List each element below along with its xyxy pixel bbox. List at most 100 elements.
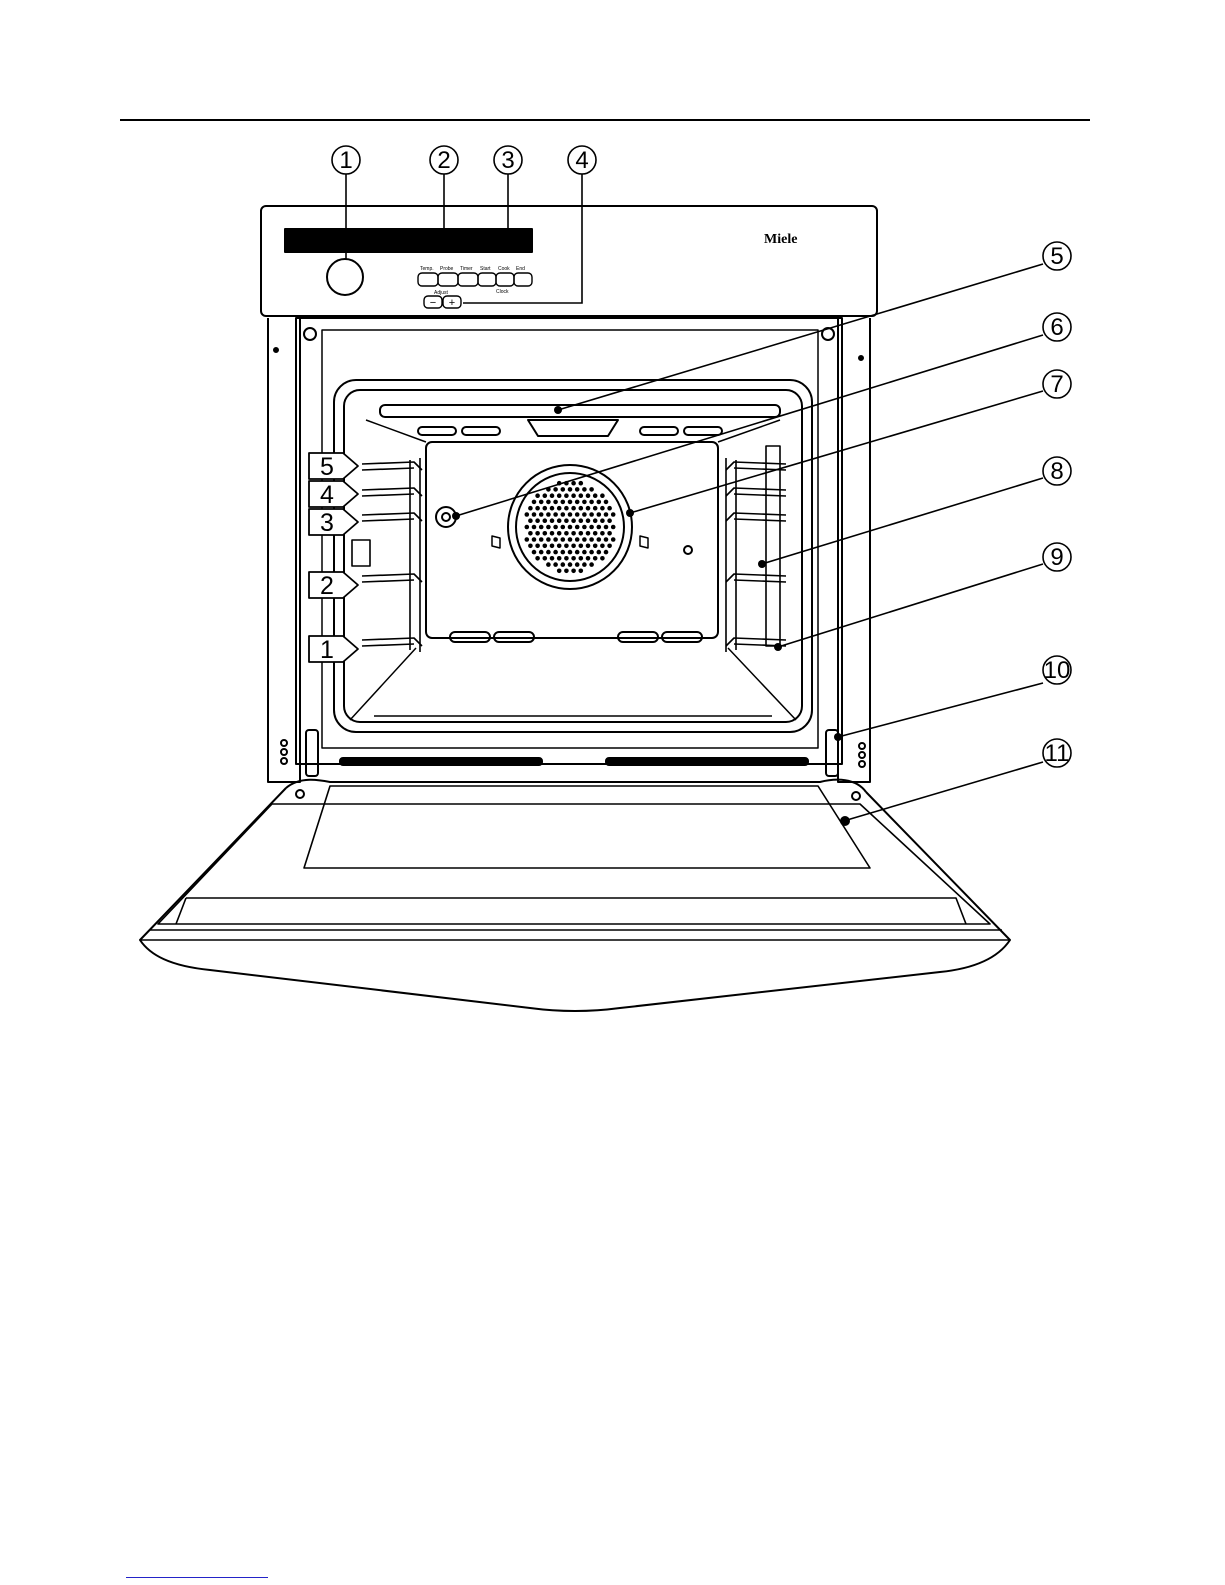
- btn-timer: [458, 273, 478, 286]
- fan-hole: [611, 525, 616, 530]
- fan-hole: [550, 493, 555, 498]
- fan-hole: [568, 525, 573, 530]
- shelf-tag-5: 5: [309, 453, 358, 481]
- hinge-dot-right-1: [859, 743, 865, 749]
- fan-hole: [568, 487, 573, 492]
- hinge-dot-right-2: [859, 752, 865, 758]
- fan-hole: [593, 506, 598, 511]
- screw-left-top: [304, 328, 316, 340]
- btn-label-end: End: [516, 266, 525, 272]
- fan-hole: [571, 531, 576, 536]
- svg-text:2: 2: [437, 147, 450, 174]
- oven-cavity-outer: [334, 380, 812, 732]
- fan-hole: [532, 550, 537, 555]
- btn-probe: [438, 273, 458, 286]
- fan-hole: [597, 537, 602, 542]
- fan-hole: [525, 512, 530, 517]
- fan-hole: [561, 550, 566, 555]
- callout-1: 1: [332, 146, 360, 174]
- footer-link-rule: [126, 1577, 268, 1578]
- fan-hole: [564, 506, 569, 511]
- fan-hole: [539, 550, 544, 555]
- fan-hole: [600, 556, 605, 561]
- fan-hole: [546, 500, 551, 505]
- fan-hole: [571, 493, 576, 498]
- back-wall-screw: [684, 546, 692, 554]
- fan-hole: [528, 531, 533, 536]
- fan-hole: [564, 569, 569, 574]
- top-vent-3: [640, 427, 678, 435]
- left-shelf-runners: [352, 458, 422, 652]
- fan-hole: [528, 544, 533, 549]
- fan-hole: [557, 544, 562, 549]
- oven-cavity-inner: [344, 390, 802, 722]
- fan-hole: [579, 556, 584, 561]
- fan-hole: [568, 550, 573, 555]
- fan-hole: [543, 518, 548, 523]
- callout-5: 5: [1043, 242, 1071, 270]
- fan-hole: [525, 537, 530, 542]
- fan-hole: [550, 531, 555, 536]
- fan-hole: [564, 531, 569, 536]
- fan-hole: [564, 544, 569, 549]
- adjust-label: Adjust: [434, 290, 449, 296]
- btn-label-temp: Temp.: [420, 266, 434, 272]
- probe-socket-inner: [442, 513, 450, 521]
- fan-hole: [582, 525, 587, 530]
- btn-start: [478, 273, 496, 286]
- fan-hole: [553, 537, 558, 542]
- fan-hole: [543, 531, 548, 536]
- fan-hole: [535, 518, 540, 523]
- top-vent-2: [462, 427, 500, 435]
- fan-hole: [597, 500, 602, 505]
- hinge-left: [306, 730, 318, 776]
- fan-hole: [564, 481, 569, 486]
- fan-hole: [586, 506, 591, 511]
- fan-hole: [604, 537, 609, 542]
- svg-text:7: 7: [1050, 371, 1063, 398]
- fan-hole: [600, 544, 605, 549]
- fan-hole: [604, 525, 609, 530]
- dot-right-side: [859, 356, 863, 360]
- fan-hole: [579, 531, 584, 536]
- fan-hole: [611, 512, 616, 517]
- svg-text:6: 6: [1050, 314, 1063, 341]
- fan-hole: [550, 556, 555, 561]
- fan-hole: [579, 544, 584, 549]
- fan-hole: [557, 506, 562, 511]
- door-screw-right: [852, 792, 860, 800]
- fan-hole: [593, 544, 598, 549]
- broil-element-center: [528, 420, 618, 436]
- fan-hole: [568, 500, 573, 505]
- fan-hole: [546, 487, 551, 492]
- fan-hole: [539, 537, 544, 542]
- btn-label-cook: Cook: [498, 266, 510, 272]
- fan-hole: [586, 493, 591, 498]
- btn-temp: [418, 273, 438, 286]
- fan-hole: [607, 544, 612, 549]
- svg-text:1: 1: [339, 147, 352, 174]
- door-seal-left: [340, 758, 542, 765]
- fan-hole: [579, 506, 584, 511]
- fan-hole: [557, 531, 562, 536]
- door-marker-dot: [841, 817, 849, 825]
- fan-hole: [535, 556, 540, 561]
- fan-hole: [586, 544, 591, 549]
- svg-text:4: 4: [320, 481, 334, 509]
- top-vent-4: [684, 427, 722, 435]
- svg-text:3: 3: [320, 509, 334, 537]
- dot-left-side: [274, 348, 278, 352]
- fan-hole: [550, 506, 555, 511]
- fan-hole: [604, 512, 609, 517]
- fan-hole: [557, 493, 562, 498]
- fan-bracket-left: [492, 536, 500, 548]
- fan-hole: [553, 562, 558, 567]
- fan-hole: [593, 531, 598, 536]
- fan-hole: [546, 537, 551, 542]
- fan-hole: [535, 506, 540, 511]
- fan-hole: [575, 525, 580, 530]
- fan-hole: [604, 500, 609, 505]
- door-inner-panel: [158, 804, 990, 924]
- fan-hole: [553, 487, 558, 492]
- fan-hole: [586, 518, 591, 523]
